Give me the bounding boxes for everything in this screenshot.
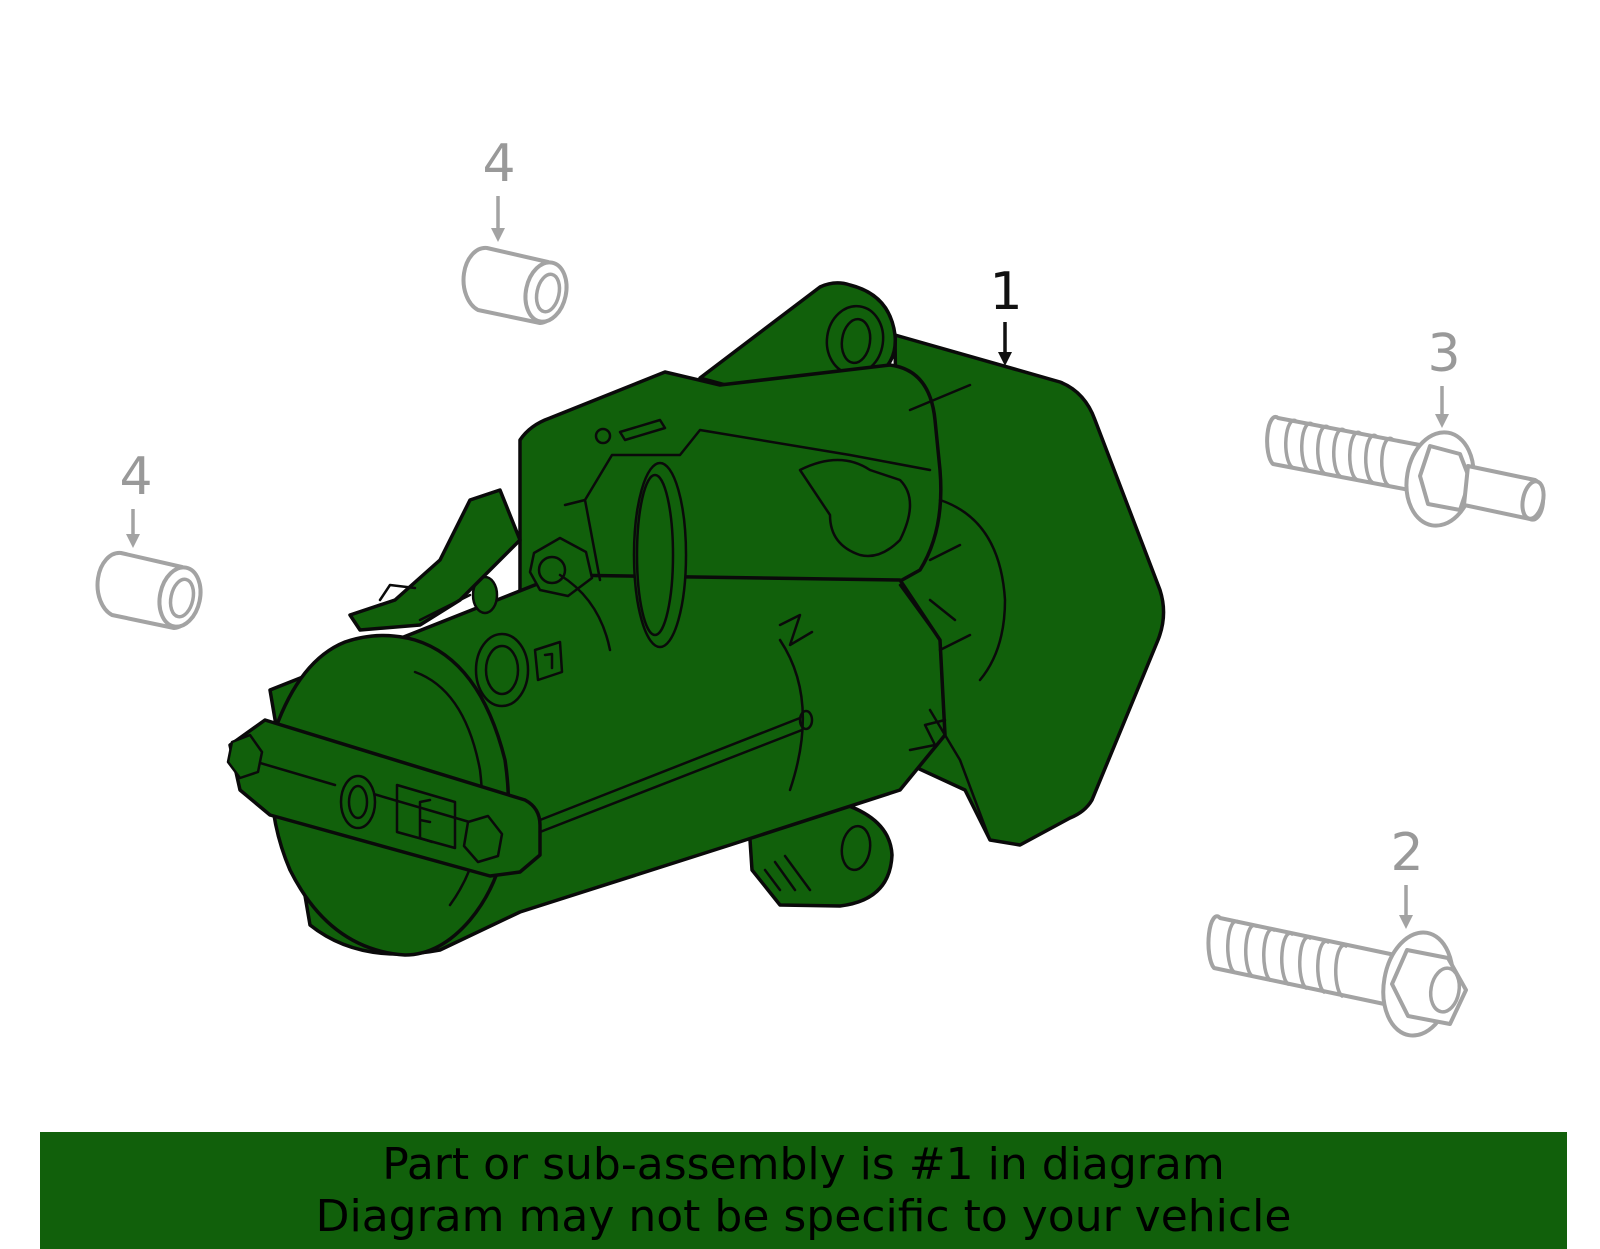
callout-label: 2 (1390, 823, 1423, 883)
callout-3[interactable]: 3 (1427, 324, 1461, 428)
part-3-stud-bolt[interactable] (1265, 414, 1547, 531)
part-4-spacer-top[interactable] (461, 245, 572, 326)
callout-1[interactable]: 1 (989, 262, 1023, 366)
part-2-flange-bolt[interactable] (1206, 914, 1468, 1041)
part-4-spacer-left[interactable] (95, 550, 206, 631)
callout-label: 3 (1427, 324, 1460, 384)
callout-label: 4 (119, 447, 152, 507)
footer-banner: Part or sub-assembly is #1 in diagram Di… (40, 1132, 1567, 1249)
callout-label: 4 (482, 134, 515, 194)
callout-4-top[interactable]: 4 (482, 134, 516, 242)
callout-label: 1 (989, 262, 1022, 322)
callout-4-left[interactable]: 4 (119, 447, 153, 548)
footer-line-1: Part or sub-assembly is #1 in diagram (382, 1138, 1225, 1190)
callout-2[interactable]: 2 (1390, 823, 1424, 929)
footer-line-2: Diagram may not be specific to your vehi… (315, 1190, 1292, 1242)
part-1-starter-motor[interactable] (226, 281, 1166, 957)
